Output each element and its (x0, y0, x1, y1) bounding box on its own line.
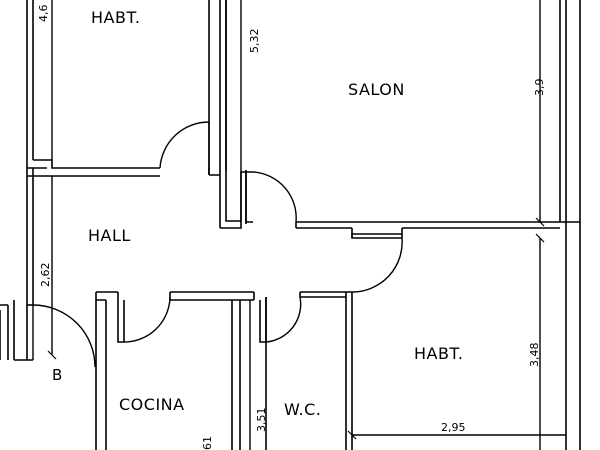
cocina-door-jamb (117, 292, 176, 343)
room-label-hall: HALL (88, 226, 131, 245)
dim-label-3-48: 3,48 (528, 343, 541, 368)
center-wall-outer (208, 0, 221, 228)
dim-tick-3-48 (535, 233, 545, 243)
dimension-labels: 4,6 5,32 3,9 2,62 3,48 3,51 2,95 61 (37, 5, 546, 450)
doors (0, 121, 403, 368)
center-wall-lower (220, 0, 247, 229)
wc-north-wall-right (300, 291, 346, 298)
dimension-lines (47, 0, 566, 450)
dim-label-3-9: 3,9 (533, 79, 546, 97)
dim-label-2-62: 2,62 (39, 263, 52, 288)
salon-door-wall (245, 170, 253, 223)
left-outer-wall (26, 0, 34, 168)
bedroom-bottom-left-jamb (345, 291, 352, 297)
dim-tick-2-62 (47, 350, 57, 360)
salon-door (246, 171, 297, 223)
room-label-salon: SALON (348, 80, 405, 99)
cocina-left-wall (95, 292, 107, 450)
dim-tick-2-95 (347, 430, 357, 440)
dim-tick-3-9 (535, 217, 545, 227)
room-label-cocina: COCINA (119, 395, 185, 414)
wc-door-jamb (253, 292, 267, 343)
entrance-jamb-left (0, 300, 15, 360)
dim-label-2-95: 2,95 (441, 421, 466, 434)
cocina-north-wall-mid (170, 291, 254, 301)
bedroom-bottom-left-wall (345, 292, 353, 450)
cocina-wc-divider (231, 300, 241, 450)
salon-south-wall (296, 221, 580, 229)
dim-label-61: 61 (201, 436, 214, 450)
dim-label-5-32: 5,32 (248, 29, 261, 54)
bedroom-bottom-north-wall (351, 227, 560, 239)
bedroom-top-south-wall (27, 159, 160, 169)
room-labels: HABT. SALON HALL HABT. COCINA W.C. (88, 8, 463, 419)
entrance-door (32, 304, 96, 368)
room-label-habt-bottom: HABT. (414, 344, 463, 363)
bedroom-bottom-door (351, 233, 403, 293)
room-label-habt-top: HABT. (91, 8, 140, 27)
entrance-threshold (0, 305, 33, 361)
center-jamb (208, 168, 220, 176)
cocina-door (123, 297, 171, 343)
walls (26, 0, 581, 450)
marker-b: B (52, 366, 63, 384)
wc-door (265, 296, 302, 343)
room-label-wc: W.C. (284, 400, 321, 419)
hall-north-wall (26, 168, 160, 177)
dim-label-3-51: 3,51 (255, 408, 268, 433)
cocina-north-wall-left (96, 291, 118, 301)
right-outer-wall (559, 0, 581, 450)
dim-label-4-6: 4,6 (37, 5, 50, 23)
bedroom-door (159, 121, 210, 169)
hall-left-wall (26, 176, 34, 305)
